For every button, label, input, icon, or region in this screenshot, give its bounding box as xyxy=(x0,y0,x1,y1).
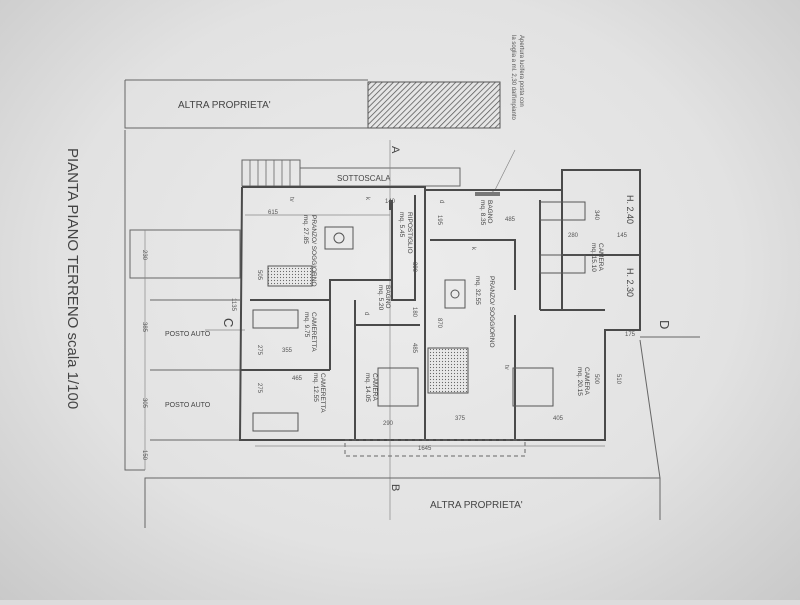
building-walls xyxy=(238,169,641,457)
bed xyxy=(539,254,586,274)
dimensions: 615 140 390 505 180 485 275 355 465 275 … xyxy=(245,199,636,452)
height-label-2: H. 2.30 xyxy=(625,268,635,297)
room-area: mq. 5.20 xyxy=(377,285,384,311)
dim-140: 140 xyxy=(385,199,396,205)
parking-label-1: POSTO AUTO xyxy=(165,331,211,338)
furniture xyxy=(252,201,586,432)
room-name: CAMERETTA xyxy=(310,312,317,352)
dim-175: 175 xyxy=(625,332,636,338)
room-area: mq. 15.10 xyxy=(590,243,597,272)
dim-290: 290 xyxy=(383,421,394,427)
sofa xyxy=(427,347,469,394)
shower-label: d xyxy=(363,312,369,315)
tv-label: tv xyxy=(288,197,294,202)
room-area: mq. 9.75 xyxy=(303,312,310,338)
bed xyxy=(539,201,586,221)
dim-505: 505 xyxy=(256,270,262,281)
plan-title: PIANTA PIANO TERRENO scala 1/100 xyxy=(64,148,81,409)
dim-145: 145 xyxy=(617,233,628,239)
dining-table xyxy=(324,226,354,250)
section-b: B xyxy=(389,484,401,491)
tv-label: tv xyxy=(503,365,509,370)
room-area: mq. 5.45 xyxy=(398,212,405,238)
room-name: RIPOSTIGLIO xyxy=(406,212,413,254)
sottoscala: SOTTOSCALA xyxy=(241,159,461,187)
dim-485-right: 485 xyxy=(505,217,516,223)
dim-355: 355 xyxy=(282,348,293,354)
dim-375: 375 xyxy=(455,416,466,422)
bed xyxy=(512,367,554,407)
bottom-neighbor: ALTRA PROPRIETA' xyxy=(144,339,661,528)
room-name: CAMERA xyxy=(597,243,604,271)
room-area: mq. 8.35 xyxy=(479,200,486,226)
dim-1645: 1645 xyxy=(418,446,432,452)
bed xyxy=(252,309,299,329)
room-area: mq. 12.55 xyxy=(312,373,319,402)
dim-510: 510 xyxy=(615,374,621,385)
room-area: mq. 32.55 xyxy=(474,276,481,305)
bottom-neighbor-label: ALTRA PROPRIETA' xyxy=(430,500,523,511)
dining-table xyxy=(444,279,466,309)
dim-275-lower: 275 xyxy=(256,383,262,394)
parking-area: POSTO AUTO POSTO AUTO 230 385 305 150 11… xyxy=(124,130,241,471)
room-name: CAMERA xyxy=(583,367,590,395)
hatched-area xyxy=(367,81,501,129)
dim-870: 870 xyxy=(436,318,442,329)
top-neighbor-label: ALTRA PROPRIETA' xyxy=(178,100,271,111)
rooms-right: BAGNO mq. 8.35 PRANZO/ SOGGIORNO mq. 32.… xyxy=(474,195,635,396)
sofa xyxy=(267,265,313,287)
note-line-1: Apertura lucifera posta con xyxy=(518,35,524,107)
note-line-2: la soglia a ml. 2,30 dall'impianto xyxy=(510,35,516,121)
dim-465: 465 xyxy=(292,376,303,382)
section-d: D xyxy=(657,320,672,329)
dim-405: 405 xyxy=(553,416,564,422)
dim-230: 230 xyxy=(141,250,147,261)
rooms-left: PRANZO/ SOGGIORNO mq. 27.85 RIPOSTIGLIO … xyxy=(302,212,413,413)
dim-500: 500 xyxy=(593,374,599,385)
dim-485-left: 485 xyxy=(411,343,417,354)
dim-280: 280 xyxy=(568,233,579,239)
parking-label-2: POSTO AUTO xyxy=(165,402,211,409)
room-area: mq. 14.05 xyxy=(364,373,371,402)
dim-340: 340 xyxy=(593,210,599,221)
shower-label: d xyxy=(438,200,444,203)
room-name: BAGNO xyxy=(384,285,391,308)
section-c: C xyxy=(221,318,236,327)
sottoscala-label: SOTTOSCALA xyxy=(337,174,391,183)
dim-195: 195 xyxy=(436,215,442,226)
room-area: mq. 20.15 xyxy=(576,367,583,396)
room-name: BAGNO xyxy=(486,200,493,223)
dim-1135: 1135 xyxy=(230,298,236,312)
kitchen-label: k xyxy=(364,197,370,201)
kitchen-label: k xyxy=(470,247,476,251)
dim-615: 615 xyxy=(268,210,279,216)
room-name: PRANZO/ SOGGIORNO xyxy=(488,276,495,348)
dim-180: 180 xyxy=(411,307,417,318)
section-a: A xyxy=(389,146,401,154)
room-area: mq. 27.85 xyxy=(302,215,309,244)
bed xyxy=(252,412,299,432)
room-name: PRANZO/ SOGGIORNO xyxy=(310,215,317,287)
top-neighbor: ALTRA PROPRIETA' xyxy=(124,79,501,129)
dim-385: 385 xyxy=(141,322,147,333)
height-label-1: H. 2.40 xyxy=(625,195,635,224)
bed xyxy=(377,367,419,407)
dim-390: 390 xyxy=(411,262,417,273)
dim-275-upper: 275 xyxy=(256,345,262,356)
dim-305: 305 xyxy=(141,398,147,409)
room-name: CAMERA xyxy=(371,373,378,401)
room-name: CAMERETTA xyxy=(319,373,326,413)
dim-150: 150 xyxy=(141,450,147,461)
